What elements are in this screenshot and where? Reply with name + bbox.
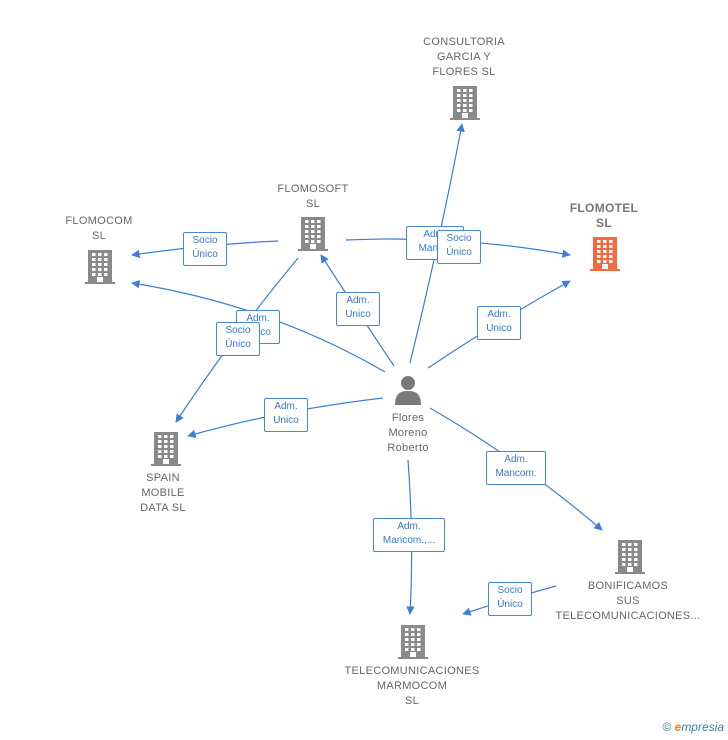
bonificamos-building-icon[interactable] (614, 540, 646, 574)
spain-building-icon[interactable] (150, 432, 182, 466)
copyright-icon: © (662, 720, 672, 734)
flomocom-building-icon[interactable] (84, 250, 116, 284)
edge-label-person-flomosoft[interactable]: Adm.Unico (336, 292, 380, 326)
edge-label-person-flomotel[interactable]: Adm.Unico (477, 306, 521, 340)
empresia-logo[interactable]: empresia (674, 720, 724, 734)
edge-label-person-spain[interactable]: Adm.Unico (264, 398, 308, 432)
telecom-building-icon[interactable] (397, 625, 429, 659)
flomosoft-building-icon[interactable] (297, 217, 329, 251)
flomotel-building-icon[interactable] (589, 237, 621, 271)
person-icon[interactable] (393, 374, 423, 406)
consultoria-building-icon[interactable] (449, 86, 481, 120)
edge-label-person-bonificamos[interactable]: Adm.Mancom. (486, 451, 546, 485)
footer-credit: © empresia (662, 720, 724, 734)
edge-label-person-telecom[interactable]: Adm.Mancom.,... (373, 518, 445, 552)
